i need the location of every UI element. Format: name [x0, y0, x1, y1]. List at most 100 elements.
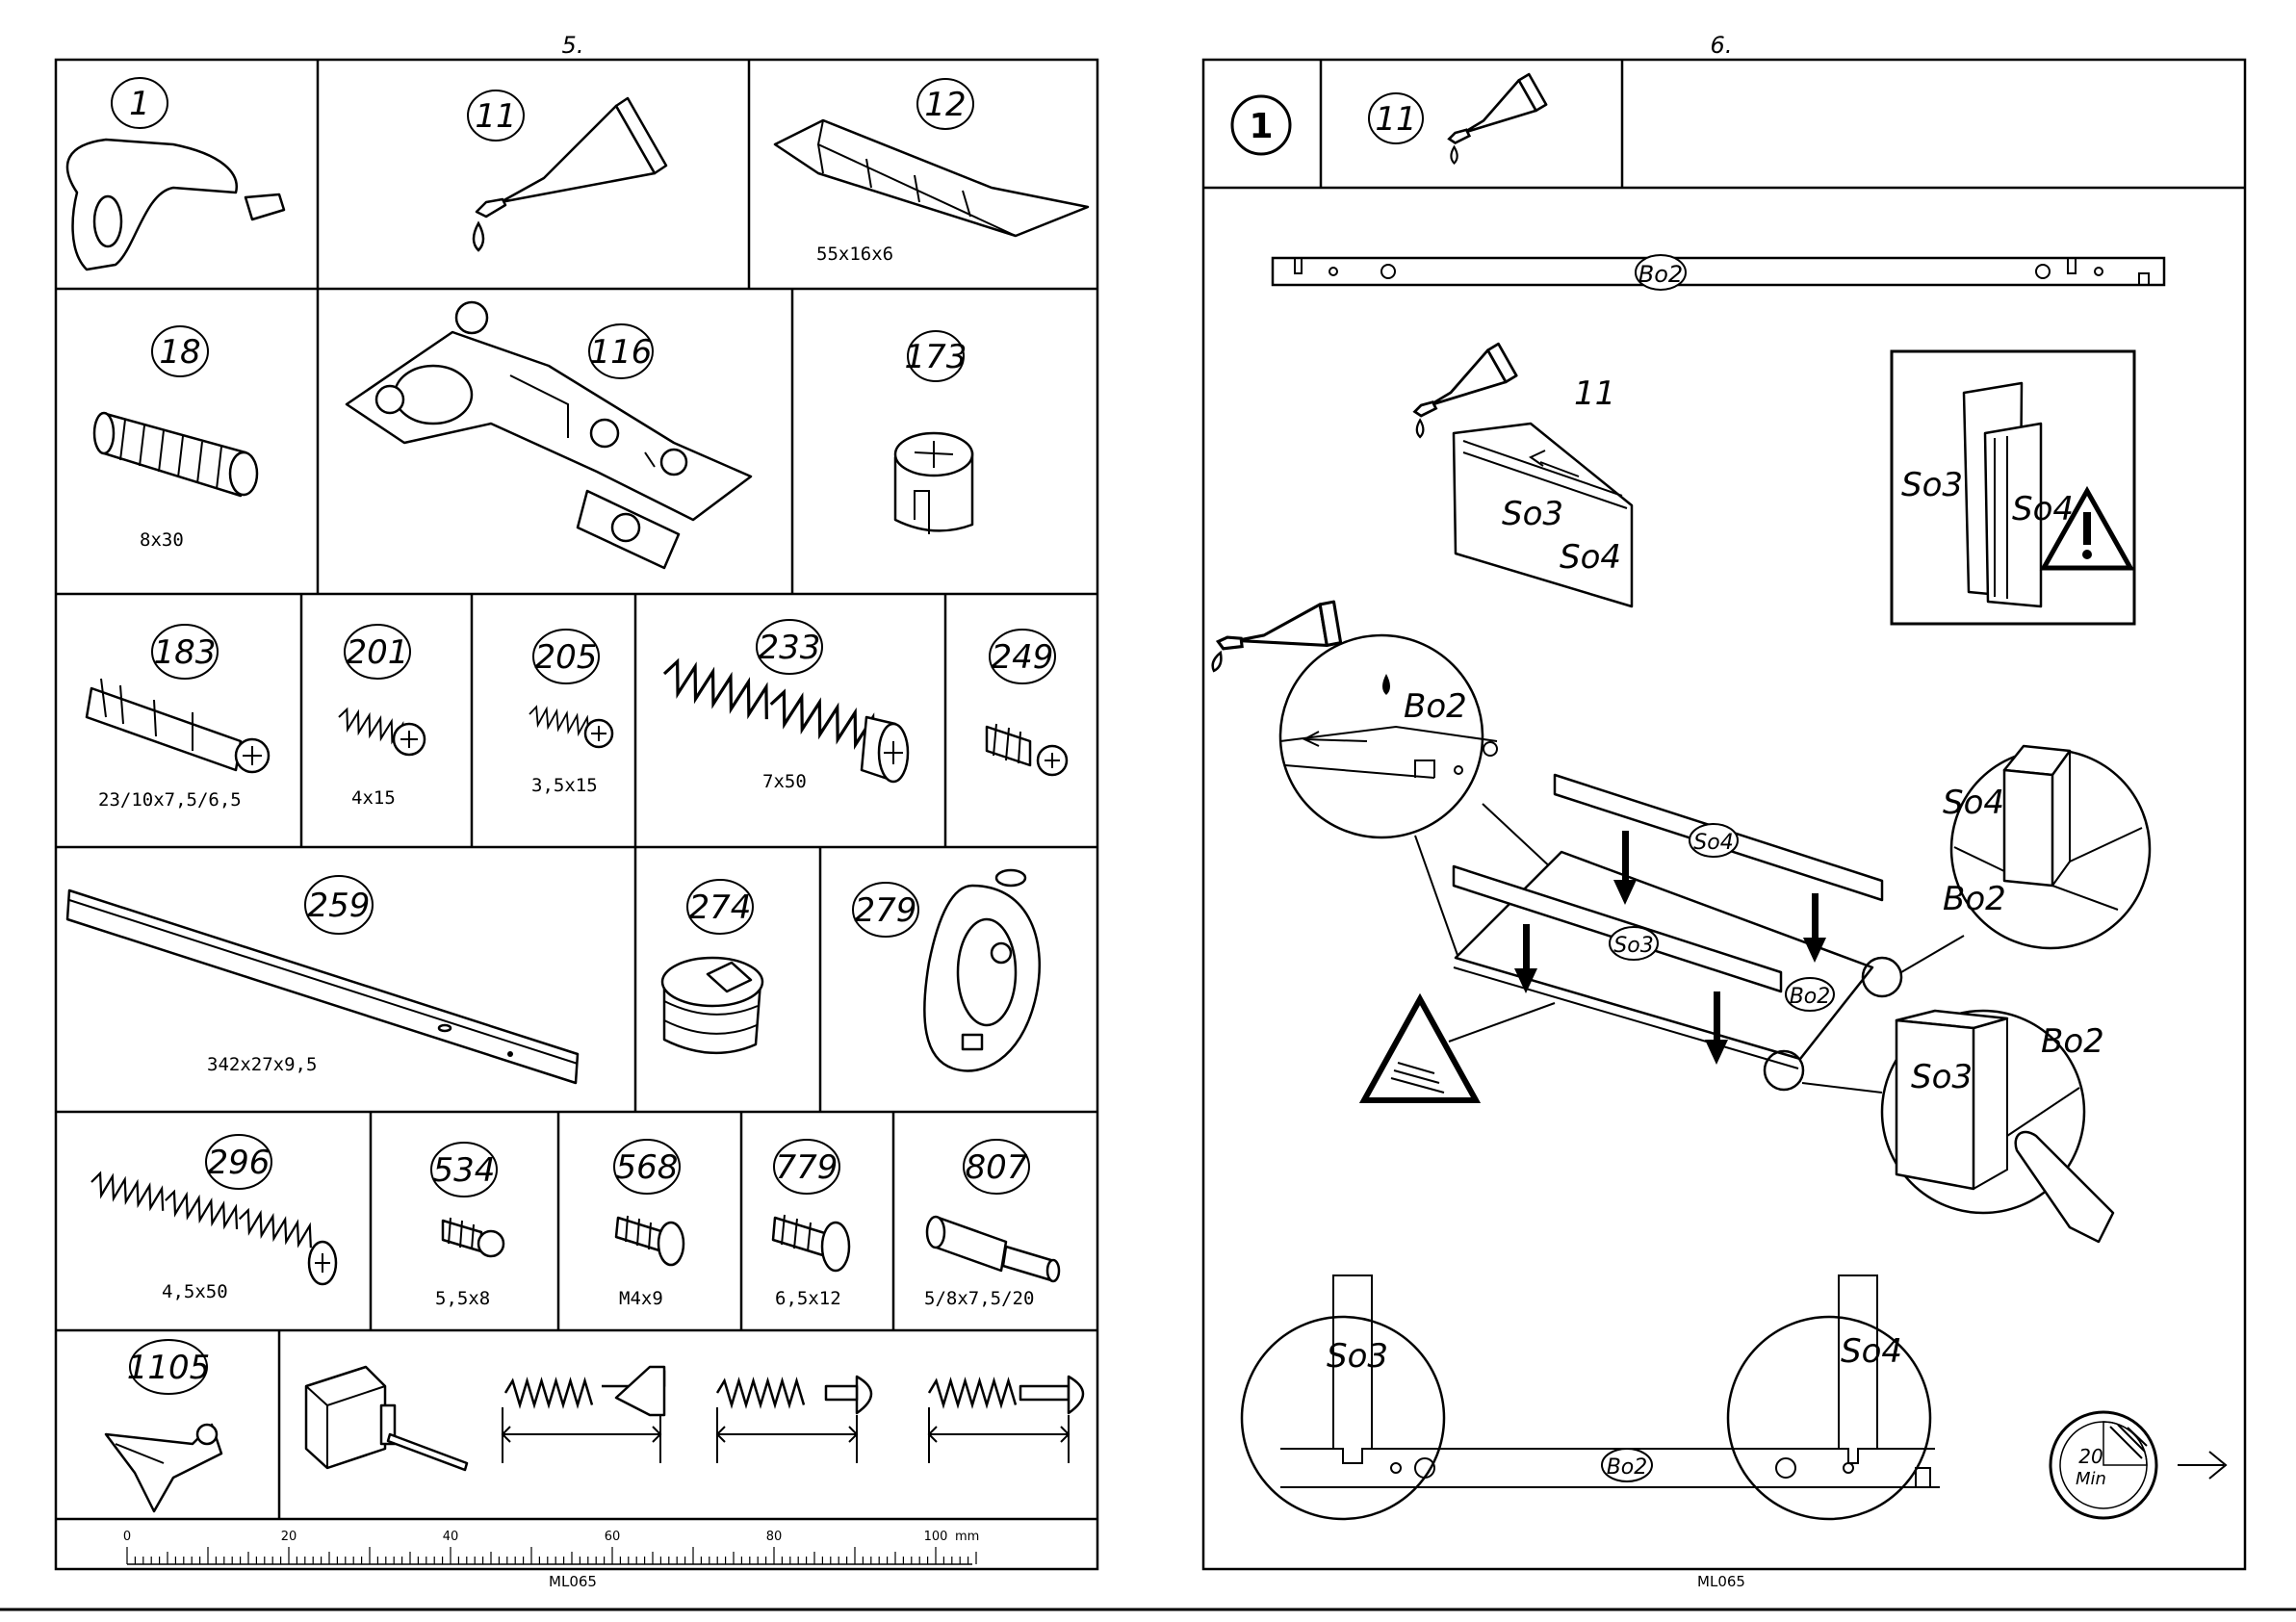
panel-label: Bo2: [1607, 1455, 1648, 1480]
magnifier-so4-bo2: So4 Bo2: [1943, 746, 2150, 948]
pan-head-screw-icon: [717, 1377, 871, 1463]
part-296: 296 4,5x50: [89, 1135, 336, 1302]
part-size: 342x27x9,5: [207, 1054, 317, 1075]
part-534: 534 5,5x8: [431, 1143, 503, 1309]
part-size: 4,5x50: [162, 1281, 228, 1302]
part-number: 1: [129, 85, 150, 123]
part-12: 12 55x16x6: [775, 79, 1088, 265]
part-568: 568 M4x9: [614, 1140, 684, 1309]
part-number: 11: [1375, 100, 1416, 139]
page-number-left: 5.: [562, 32, 584, 59]
panel-label: So3: [1901, 466, 1963, 504]
part-size: 23/10x7,5/6,5: [98, 789, 242, 811]
ruler-tick-label: 100: [924, 1530, 948, 1544]
part-number: 779: [776, 1148, 838, 1187]
panel-label: So4: [1560, 538, 1621, 577]
part-number: 173: [905, 338, 967, 376]
panel-label: So3: [1911, 1058, 1973, 1096]
left-page-frame: [56, 60, 1097, 1569]
glue-tube-icon: [1449, 74, 1546, 163]
part-number: 259: [308, 887, 371, 925]
part-size: 5/8x7,5/20: [924, 1288, 1034, 1309]
part-number: 12: [924, 86, 966, 124]
timer-unit: Min: [2076, 1469, 2106, 1489]
tape-measure-icon: [306, 1367, 385, 1468]
part-number: 568: [616, 1148, 679, 1187]
part-233: 233 7x50: [660, 620, 908, 792]
timer-value: 20: [2078, 1445, 2103, 1468]
time-estimate: 20 Min: [2051, 1412, 2226, 1518]
part-116: 116: [347, 302, 751, 568]
part-183: 183 23/10x7,5/6,5: [87, 625, 269, 811]
part-number: 534: [433, 1151, 496, 1190]
part-size: 4x15: [351, 787, 396, 809]
document-code-left: ML065: [549, 1573, 597, 1590]
panel-label: So3: [1613, 934, 1653, 958]
parts-overview-page: 1 11 12 55x16x6 18: [56, 60, 1097, 1590]
panel-label: So4: [1943, 784, 2004, 822]
part-number: 116: [590, 333, 653, 372]
part-11: 11: [468, 90, 666, 250]
part-18: 18 8x30: [94, 326, 257, 551]
ruler-ticks: [127, 1547, 976, 1564]
part-number: 183: [154, 633, 217, 672]
ruler-tick-label: 0: [123, 1530, 131, 1544]
part-size: M4x9: [619, 1288, 663, 1309]
part-205: 205 3,5x15: [528, 630, 612, 796]
magnifier-so3-bo2: So3 Bo2: [1882, 1011, 2113, 1242]
part-size: 8x30: [140, 529, 184, 551]
glue-tube-icon: [1415, 344, 1517, 437]
panel-bo2-top: Bo2: [1273, 255, 2164, 290]
panel-label: Bo2: [1404, 687, 1467, 726]
panel-label: So4: [1693, 831, 1733, 855]
part-number: 249: [992, 638, 1054, 677]
step-number: 1: [1249, 107, 1273, 146]
panel-label: So3: [1327, 1337, 1388, 1376]
part-number: 11: [475, 97, 516, 136]
part-number: 807: [966, 1148, 1028, 1187]
part-number: 296: [208, 1144, 271, 1182]
part-size: 5,5x8: [435, 1288, 490, 1309]
main-assembly-drawing: So4 So3 Bo2: [1454, 775, 1901, 1090]
countersunk-screw-icon: [503, 1367, 664, 1463]
part-size: 7x50: [762, 771, 807, 792]
tools-row: [306, 1367, 1083, 1470]
glue-label: 11: [1574, 374, 1615, 413]
part-259: 259 342x27x9,5: [67, 876, 578, 1083]
part-number: 18: [159, 333, 200, 372]
part-1105: 1105: [106, 1340, 221, 1511]
page-number-right: 6.: [1711, 32, 1733, 59]
part-279: 279: [853, 870, 1040, 1070]
part-number: 201: [347, 633, 409, 672]
magnifier-glue-bo2: Bo2: [1208, 569, 1497, 837]
panel-label: So3: [1502, 495, 1563, 533]
part-size: 55x16x6: [816, 244, 893, 265]
part-274: 274: [662, 880, 762, 1053]
part-201: 201 4x15: [336, 625, 425, 809]
part-1: 1: [67, 78, 284, 270]
cross-section-so4: So4: [1728, 1275, 1940, 1519]
step-number-badge: 1: [1232, 96, 1290, 154]
part-number: 279: [855, 891, 917, 930]
part-number: 205: [535, 638, 598, 677]
caution-triangle: [1364, 999, 1555, 1100]
ruler-tick-label: 60: [605, 1530, 621, 1544]
groove-glue-detail: 11 So3 So4: [1415, 344, 1632, 606]
ruler-tick-label: 80: [766, 1530, 783, 1544]
mm-ruler: 0 20 40 60 80 100 mm: [123, 1530, 979, 1564]
round-head-screw-icon: [929, 1377, 1083, 1463]
part-number: 233: [759, 629, 821, 667]
part-807: 807 5/8x7,5/20: [924, 1140, 1059, 1309]
part-779: 779 6,5x12: [773, 1140, 849, 1309]
cross-section-so3: So3: [1242, 1275, 1444, 1519]
part-173: 173: [895, 331, 972, 534]
panel-label: Bo2: [2041, 1022, 2104, 1061]
panel-label: Bo2: [1638, 261, 1683, 288]
panel-label: So4: [2012, 490, 2074, 528]
assembly-step-page: 1 11 Bo2 11 So3 So4: [1203, 60, 2245, 1590]
ruler-tick-label: 20: [281, 1530, 297, 1544]
part-249: 249: [987, 630, 1067, 775]
panel-label: So4: [1841, 1332, 1902, 1371]
glue-part-reference: 11: [1369, 74, 1546, 163]
